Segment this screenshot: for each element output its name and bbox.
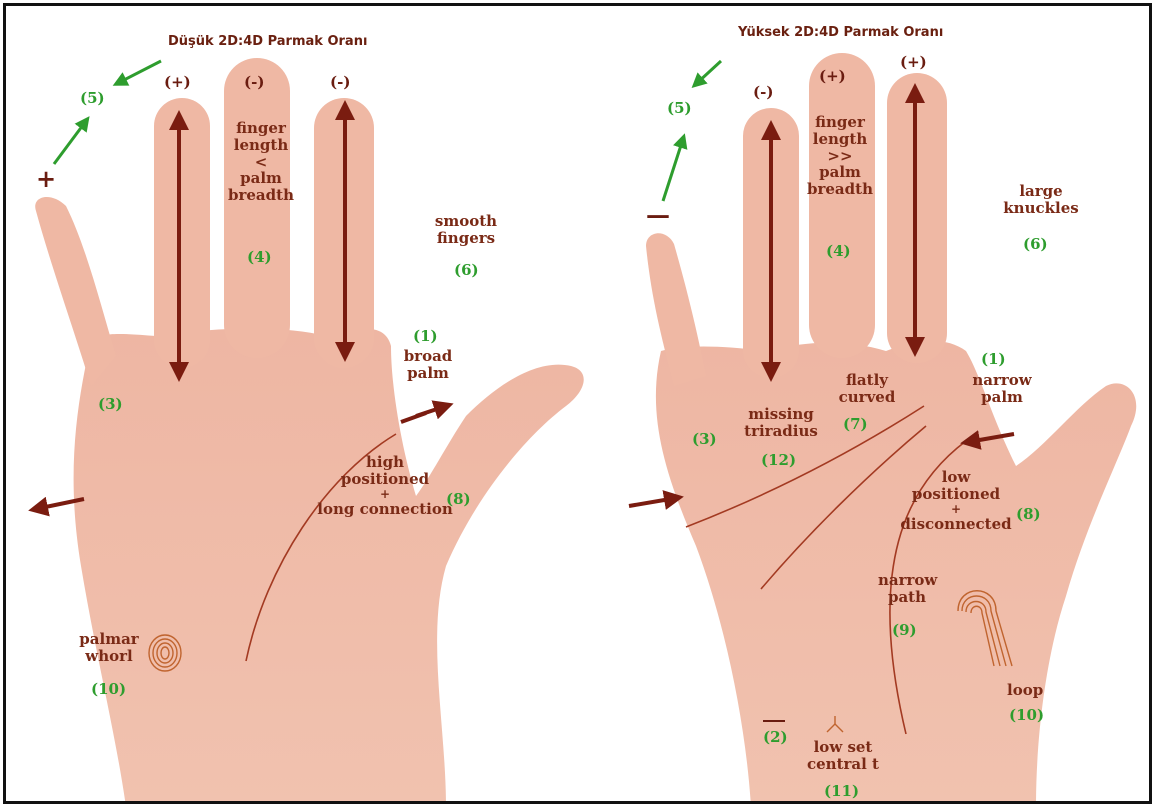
right-label-10: (10) [1009, 707, 1044, 724]
right-label-1: (1) [981, 351, 1006, 368]
left-label-8: (8) [446, 491, 471, 508]
left-smooth-fingers-label: smooth fingers [426, 213, 506, 247]
left-broad-palm-label: broad palm [403, 348, 453, 382]
left-label-5: (5) [80, 90, 105, 107]
right-narrow-palm-label: narrow palm [972, 372, 1032, 406]
left-label-3: (3) [98, 396, 123, 413]
right-label-4: (4) [826, 243, 851, 260]
right-hand [629, 53, 1136, 804]
right-green-arrow-1 [663, 139, 683, 201]
right-green-arrow-2 [696, 61, 721, 84]
left-green-arrow-2 [118, 61, 161, 83]
right-narrow-path-label: narrow path [878, 572, 936, 606]
right-missing-triradius-label: missing triradius [736, 406, 826, 440]
right-label-5: (5) [667, 100, 692, 117]
left-label-10: (10) [91, 681, 126, 698]
left-thumb-sign: + [36, 166, 56, 193]
left-label-4: (4) [247, 249, 272, 266]
right-flatly-curved-label: flatly curved [836, 372, 898, 406]
right-label-7: (7) [843, 416, 868, 433]
left-high-positioned-label: high positioned + long connection [304, 454, 466, 518]
right-large-knuckles-label: large knuckles [996, 183, 1086, 217]
left-ring-finger [154, 98, 210, 368]
right-low-set-label: low set central t [802, 739, 884, 773]
left-label-1: (1) [413, 328, 438, 345]
diagram-frame: Düşük 2D:4D Parmak Oranı (+) (-) (-) + (… [3, 3, 1152, 804]
left-middle-finger [224, 58, 290, 358]
left-index-sign: (-) [330, 74, 350, 91]
left-palm [74, 329, 584, 805]
right-caption: Yüksek 2D:4D Parmak Oranı [738, 26, 943, 41]
right-low-positioned-label: low positioned + disconnected [886, 469, 1026, 533]
right-label-12: (12) [761, 452, 796, 469]
left-finger-length-label: finger length < palm breadth [228, 120, 294, 204]
right-label-8: (8) [1016, 506, 1041, 523]
left-caption: Düşük 2D:4D Parmak Oranı [168, 35, 367, 50]
right-label-11: (11) [824, 783, 859, 800]
right-thumb-sign: — [646, 202, 670, 229]
right-little-finger [646, 233, 706, 386]
right-middle-sign: (+) [819, 68, 846, 85]
right-label-3: (3) [692, 431, 717, 448]
right-ring-sign: (-) [753, 84, 773, 101]
right-label-6: (6) [1023, 236, 1048, 253]
left-little-finger [35, 197, 116, 386]
left-green-arrow-1 [54, 121, 86, 164]
left-broad-palm-arrowhead [416, 406, 446, 416]
right-wrist-arrow [629, 498, 676, 506]
left-middle-sign: (-) [244, 74, 264, 91]
right-label-9: (9) [892, 622, 917, 639]
right-finger-length-label: finger length >> palm breadth [804, 114, 876, 198]
right-loop-label: loop [1007, 682, 1043, 699]
right-index-sign: (+) [900, 54, 927, 71]
left-ring-sign: (+) [164, 74, 191, 91]
left-palmar-whorl-label: palmar whorl [76, 631, 142, 665]
left-label-6: (6) [454, 262, 479, 279]
right-middle-finger [809, 53, 875, 358]
right-label-2: (2) [763, 729, 788, 746]
